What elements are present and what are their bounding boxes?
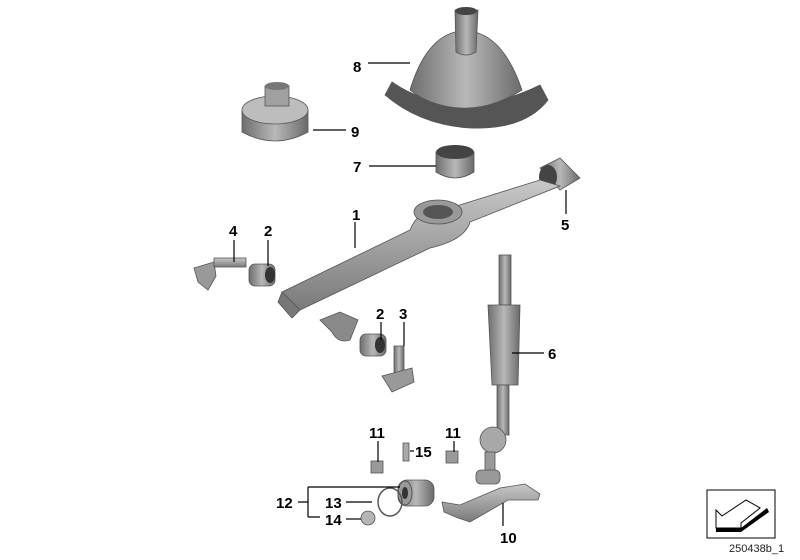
part-14-cap (360, 510, 376, 526)
part-9-ring (241, 82, 309, 142)
part-3-pin (381, 345, 415, 393)
callout-2-right: 2 (376, 306, 384, 323)
callout-13: 13 (325, 495, 342, 512)
part-6-lever (475, 254, 521, 485)
leader-lines (233, 62, 567, 526)
part-2-bushing-left (248, 263, 276, 287)
part-4-pin (193, 257, 247, 291)
callout-5: 5 (561, 217, 569, 234)
reference-code: 250438b_1 (729, 543, 784, 555)
part-7-bushing (435, 145, 475, 179)
part-1-bracket (277, 179, 562, 342)
callout-4: 4 (229, 223, 238, 240)
orientation-arrow-icon (706, 489, 776, 539)
callout-12: 12 (276, 495, 293, 512)
part-10-arm (441, 483, 541, 523)
part-11-clip-right (445, 450, 459, 464)
callout-6: 6 (548, 346, 556, 363)
callout-8: 8 (353, 59, 361, 76)
callout-9: 9 (351, 124, 359, 141)
callout-11-left: 11 (369, 425, 385, 442)
callout-2-left: 2 (264, 223, 272, 240)
part-15-pin (402, 442, 410, 462)
callout-1: 1 (352, 207, 360, 224)
part-13-o-ring (377, 487, 403, 517)
callout-7: 7 (353, 159, 361, 176)
callout-3: 3 (399, 306, 407, 323)
callout-14: 14 (325, 512, 342, 529)
callout-10: 10 (500, 530, 517, 547)
part-8-shift-boot (384, 7, 549, 129)
part-11-clip-left (370, 460, 384, 474)
part-2-bushing-right (359, 333, 387, 357)
callout-11-right: 11 (445, 425, 461, 442)
callout-15: 15 (415, 444, 432, 461)
part-12-joint (397, 479, 435, 507)
